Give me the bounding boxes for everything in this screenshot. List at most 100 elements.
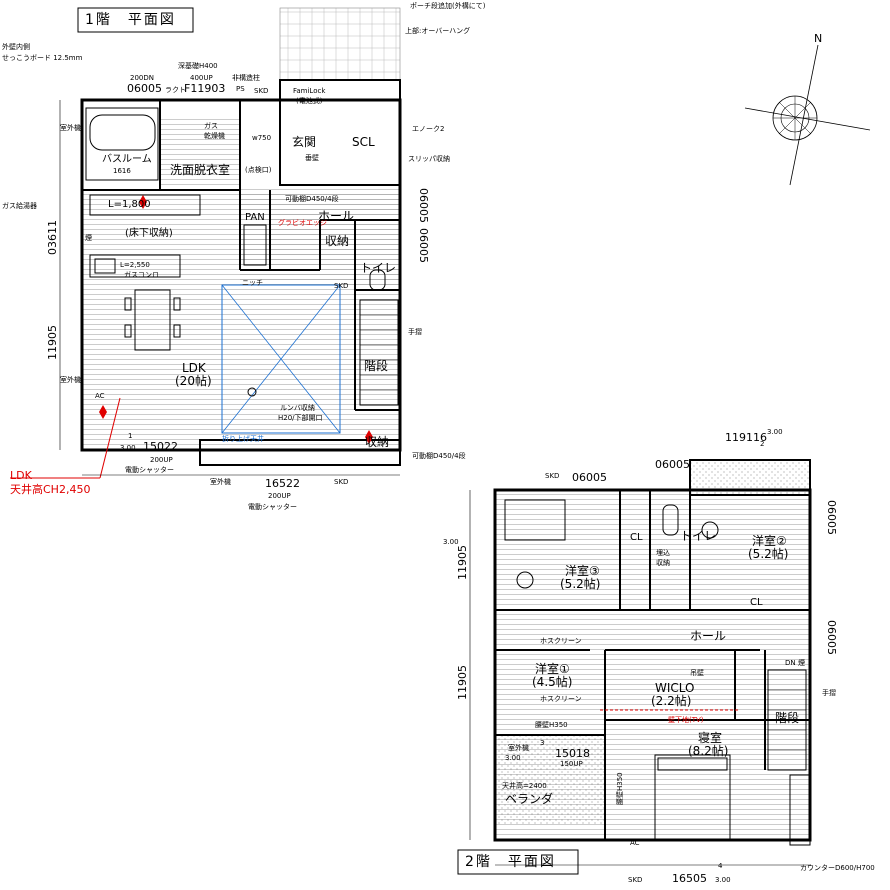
bath-label: バスルーム <box>102 153 152 165</box>
smoke-2f: 煙 <box>798 658 805 667</box>
badge-300-top: 3.00 <box>767 428 783 436</box>
wall-note-1: 外壁内側 <box>2 42 30 51</box>
up200-2: 200UP <box>268 492 291 500</box>
win-119116: 119116 <box>725 431 767 444</box>
win-06005-r2: 06005 <box>417 188 430 223</box>
stairs-2f-label: 階段 <box>775 710 799 725</box>
fold-ceiling <box>221 284 341 434</box>
pan-label: PAN <box>245 212 265 223</box>
gas-heater: ガス給湯器 <box>2 201 37 210</box>
shutter-2: 電動シャッター <box>248 502 297 511</box>
stairs-label: 階段 <box>364 358 388 373</box>
cl2-label: CL <box>750 597 763 608</box>
waist-1: 腰壁H350 <box>535 720 568 729</box>
ceiling-h: 天井高=2400 <box>502 781 547 790</box>
fire-marker-1 <box>139 195 147 209</box>
toilet-2f-label: トイレ <box>680 529 716 543</box>
badge-300-b: 3.00 <box>715 876 731 884</box>
stove-counter <box>89 254 181 278</box>
builtin-1: 埋込 <box>656 548 670 557</box>
porch-note: ポーチ段追加(外構にて) <box>410 1 486 10</box>
pillar: 非構造柱 <box>232 73 260 82</box>
veranda-floor <box>495 735 605 825</box>
yoshitsu3: 洋室③ <box>565 563 600 578</box>
counter <box>789 774 811 846</box>
veranda-label: ベランダ <box>505 791 553 806</box>
outdoor-1: 室外機 <box>60 123 81 132</box>
cl-label: CL <box>630 532 643 543</box>
slipper: スリッパ収納 <box>408 154 450 163</box>
win-06005: 06005 <box>127 82 162 95</box>
skd-2: SKD <box>334 282 348 290</box>
win-06005-top2: 06005 <box>655 458 690 471</box>
fire-marker-3 <box>365 430 373 444</box>
win-11905-2f-b: 11905 <box>456 665 469 700</box>
win-200dn: 200DN <box>130 74 154 82</box>
ldk-label: LDK <box>182 361 207 375</box>
entrance-block <box>279 79 401 186</box>
fire-marker-2 <box>99 405 107 419</box>
gas-stove: ガスコンロ <box>124 270 159 279</box>
outdoor-2: 室外機 <box>60 375 81 384</box>
up200-1: 200UP <box>150 456 173 464</box>
floor2-labels: 2階 平面図 119116 2 3.00 06005 06005 CL トイレ … <box>443 428 875 885</box>
toilet-1f <box>369 269 386 291</box>
skd-3: SKD <box>334 478 348 486</box>
handrail-2f: 手摺 <box>822 688 836 697</box>
badge-2: 2 <box>760 440 764 448</box>
roomba-1: ルンバ収納 <box>280 403 315 412</box>
outdoor-2f: 室外機 <box>508 743 529 752</box>
bathtub <box>89 114 156 151</box>
familock-1: FamiLock <box>293 87 326 95</box>
badge-300-l: 3.00 <box>443 538 459 546</box>
badge-1: 1 <box>128 432 132 440</box>
floor1-plan <box>10 7 402 479</box>
floor1-labels: 1階 平面図 外壁内側 せっこうボード 12.5mm ポーチ段追加(外構にて) … <box>2 1 486 511</box>
ldk-note-2: 天井高CH2,450 <box>10 482 90 496</box>
win-11905: 11905 <box>46 325 59 360</box>
win-15018: 15018 <box>555 747 590 760</box>
overhang-note: 上部:オーバーハング <box>405 26 470 35</box>
screen-1: ホスクリーン <box>540 637 582 645</box>
hall-2f: ホール <box>690 629 726 643</box>
ldk-bump <box>199 439 401 466</box>
waist-2: 腰壁H350 <box>615 772 624 805</box>
win-400up: 400UP <box>190 74 213 82</box>
l1800: L=1,800 <box>108 199 151 210</box>
washroom-floor <box>160 115 240 190</box>
storage-label: 収納 <box>325 234 349 248</box>
handrail: 手摺 <box>408 327 422 336</box>
ps: PS <box>236 85 245 93</box>
hanging-wall: 垂壁 <box>305 153 319 162</box>
grade-bar: グラビオエッジ <box>278 218 327 227</box>
badge-4: 4 <box>718 862 723 870</box>
wall-note-2: せっこうボード 12.5mm <box>2 54 83 62</box>
skd-1: SKD <box>254 87 268 95</box>
win-15022: 15022 <box>143 440 178 453</box>
stairs-1f <box>359 299 399 406</box>
storage2-label: 収納 <box>365 435 389 449</box>
eneko: エノーク2 <box>412 125 444 133</box>
roomba-2: H20/下部開口 <box>278 413 323 422</box>
yoshitsu2-size: (5.2帖) <box>748 546 788 561</box>
gas-dryer-2: 乾燥機 <box>204 131 225 140</box>
badge-3: 3 <box>540 739 544 747</box>
toilet-label: トイレ <box>360 261 396 275</box>
underfloor: (床下収納) <box>125 226 173 239</box>
toilet-2f <box>662 504 679 536</box>
floor1-title: 1階 平面図 <box>85 12 176 28</box>
compass-icon <box>744 44 871 186</box>
skd-2f-1: SKD <box>545 472 559 480</box>
yoshitsu3-size: (5.2帖) <box>560 576 600 591</box>
bedroom-size: (8.2帖) <box>688 743 728 758</box>
smoke-1: 煙 <box>85 233 92 242</box>
hanging-wall-2f: 吊壁 <box>690 668 704 677</box>
win-06005-r: 06005 <box>417 228 430 263</box>
badge-300-v: 3.00 <box>505 754 521 762</box>
gas-dryer-1: ガス <box>204 121 218 130</box>
kitchen-counter <box>89 194 201 216</box>
win-16505: 16505 <box>672 872 707 885</box>
win-16522: 16522 <box>265 477 300 490</box>
up150: 150UP <box>560 760 583 768</box>
